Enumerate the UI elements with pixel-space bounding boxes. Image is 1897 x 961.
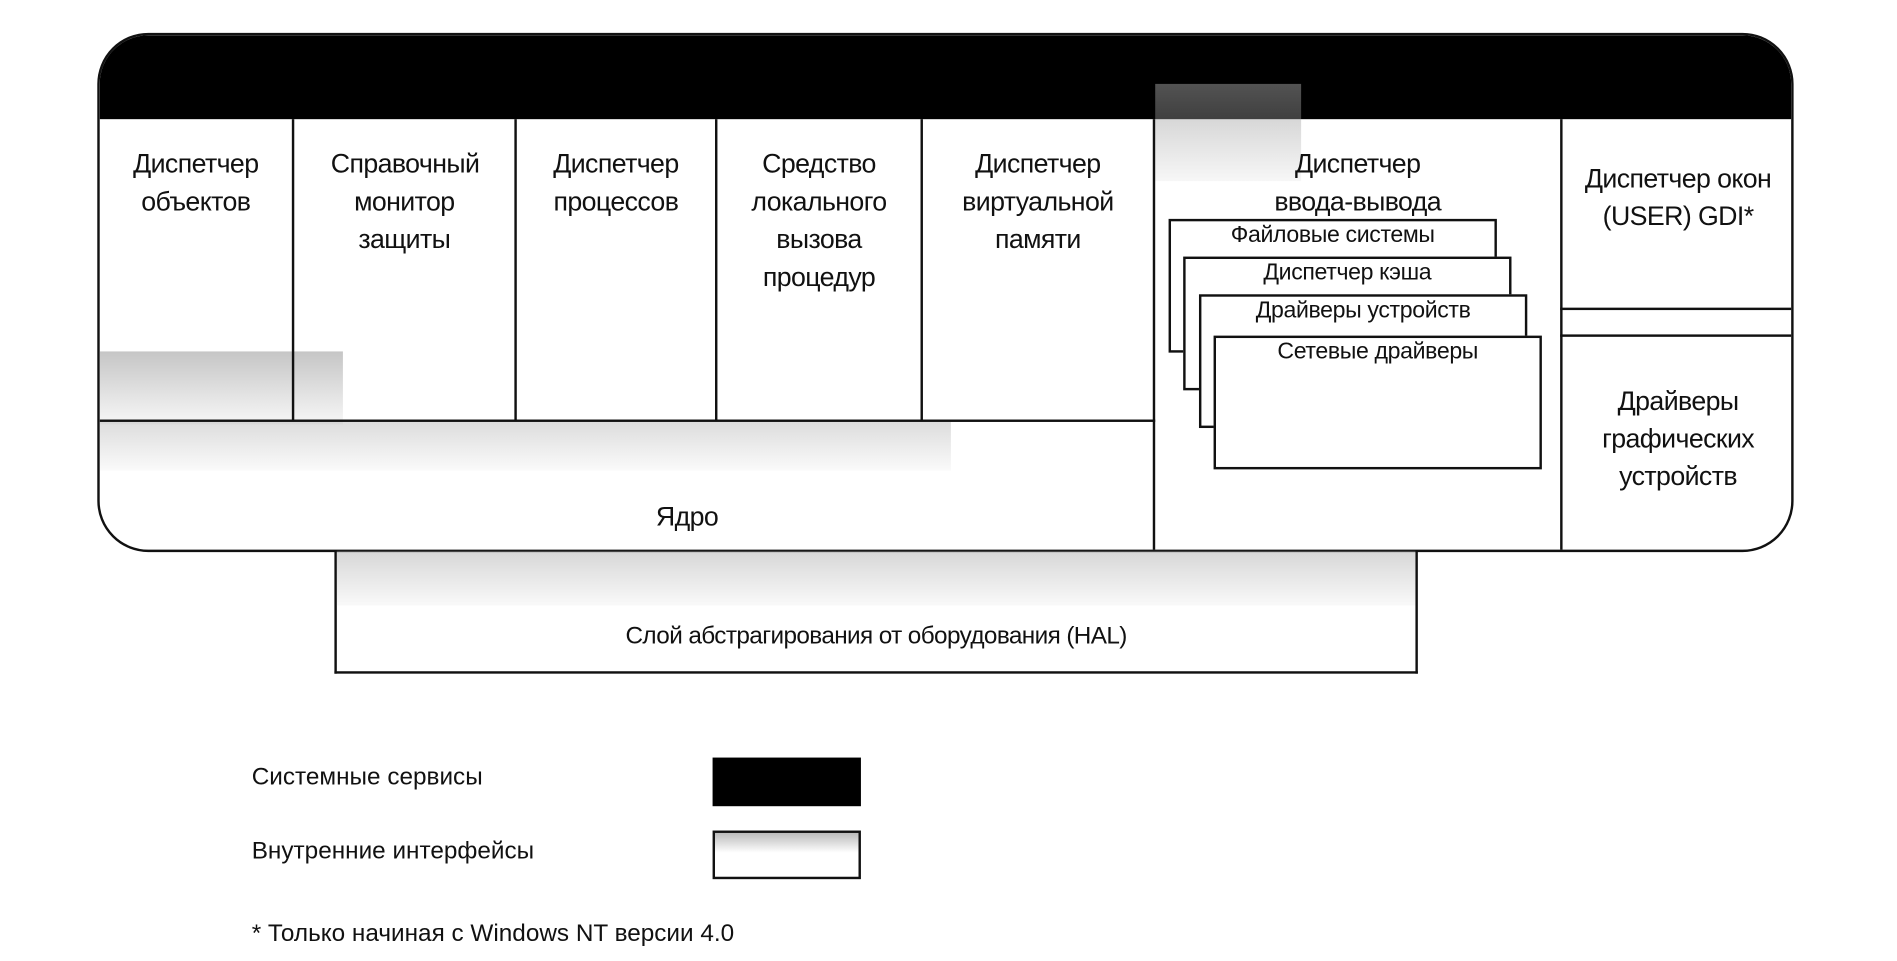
hal-block: Слой абстрагирования от оборудования (HA… (334, 550, 1418, 674)
divider (715, 119, 718, 421)
internal-interface-shading (1155, 83, 1302, 182)
kernel-divider (99, 419, 1156, 422)
process-manager-label: Диспетчер процессов (553, 148, 679, 217)
legend-system-services-label: Системные сервисы (251, 763, 483, 791)
divider (1560, 334, 1792, 337)
internal-interface-shading (99, 351, 343, 425)
divider (1560, 307, 1792, 311)
window-manager-label: Диспетчер окон (USER) GDI* (1584, 162, 1772, 232)
io-manager-label: Диспетчер ввода-вывода (1274, 148, 1441, 217)
divider (514, 119, 517, 421)
lpc-label: Средство локального вызова процедур (751, 148, 887, 292)
io-network-drivers-label: Сетевые драйверы (1277, 339, 1479, 365)
legend-internal-interfaces-swatch (712, 830, 861, 880)
graphics-drivers-label: Драйверы графических устройств (1602, 385, 1755, 492)
executive-block: Диспетчер объектов Справочный монитор за… (97, 32, 1794, 553)
footnote: * Только начиная с Windows NT версии 4.0 (251, 920, 735, 948)
internal-interface-shading (336, 550, 1416, 606)
system-services-band (99, 35, 1792, 120)
kernel-label: Ядро (655, 500, 719, 532)
virtual-memory-manager-label: Диспетчер виртуальной памяти (962, 148, 1114, 255)
internal-interface-shading (99, 421, 951, 471)
legend-system-services-swatch (712, 757, 861, 807)
divider (1560, 119, 1563, 550)
io-file-systems-label: Файловые системы (1230, 222, 1435, 249)
io-cache-manager-label: Диспетчер кэша (1263, 260, 1432, 286)
divider (920, 119, 923, 421)
divider (1152, 119, 1156, 550)
legend-internal-interfaces-label: Внутренние интерфейсы (251, 837, 535, 865)
io-device-drivers-label: Драйверы устройств (1255, 297, 1471, 324)
object-manager-label: Диспетчер объектов (133, 148, 259, 217)
io-network-drivers: Сетевые драйверы (1213, 335, 1542, 470)
security-reference-monitor-label: Справочный монитор защиты (330, 148, 480, 255)
hal-label: Слой абстрагирования от оборудования (HA… (625, 622, 1127, 650)
divider (291, 119, 295, 421)
